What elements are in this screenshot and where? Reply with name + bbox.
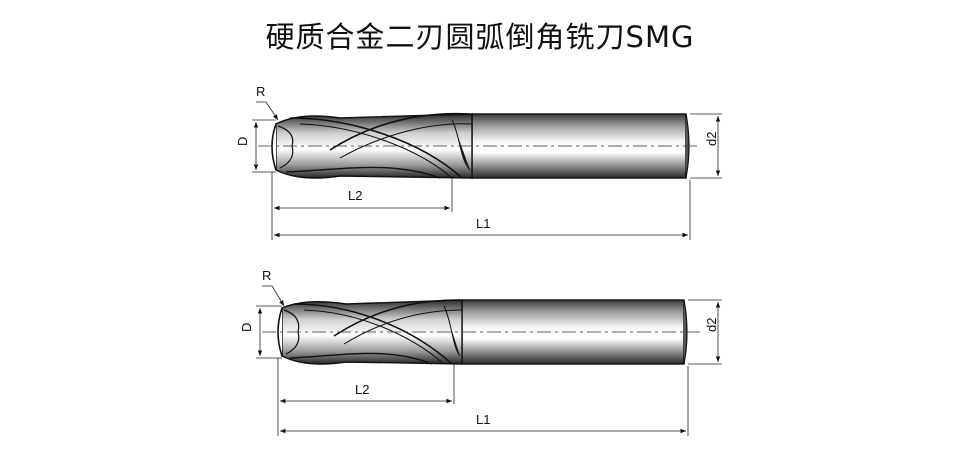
dimensions-top: R D d2 L2 L1 bbox=[235, 84, 722, 240]
label-l2-top: L2 bbox=[348, 188, 362, 203]
label-d2-top: d2 bbox=[704, 132, 719, 146]
dimensions-bottom: R D d2 L2 L1 bbox=[239, 268, 722, 436]
label-l1-bottom: L1 bbox=[476, 412, 490, 427]
label-d-bottom: D bbox=[239, 323, 254, 332]
label-r-top: R bbox=[256, 84, 265, 99]
label-d-top: D bbox=[235, 137, 250, 146]
cutter-bottom bbox=[262, 299, 700, 365]
page-title: 硬质合金二刃圆弧倒角铣刀SMG bbox=[265, 20, 695, 54]
label-d2-bottom: d2 bbox=[704, 318, 719, 332]
label-l2-bottom: L2 bbox=[355, 382, 369, 397]
cutter-top bbox=[258, 112, 700, 179]
label-l1-top: L1 bbox=[476, 216, 490, 231]
label-r-bottom: R bbox=[262, 268, 271, 283]
